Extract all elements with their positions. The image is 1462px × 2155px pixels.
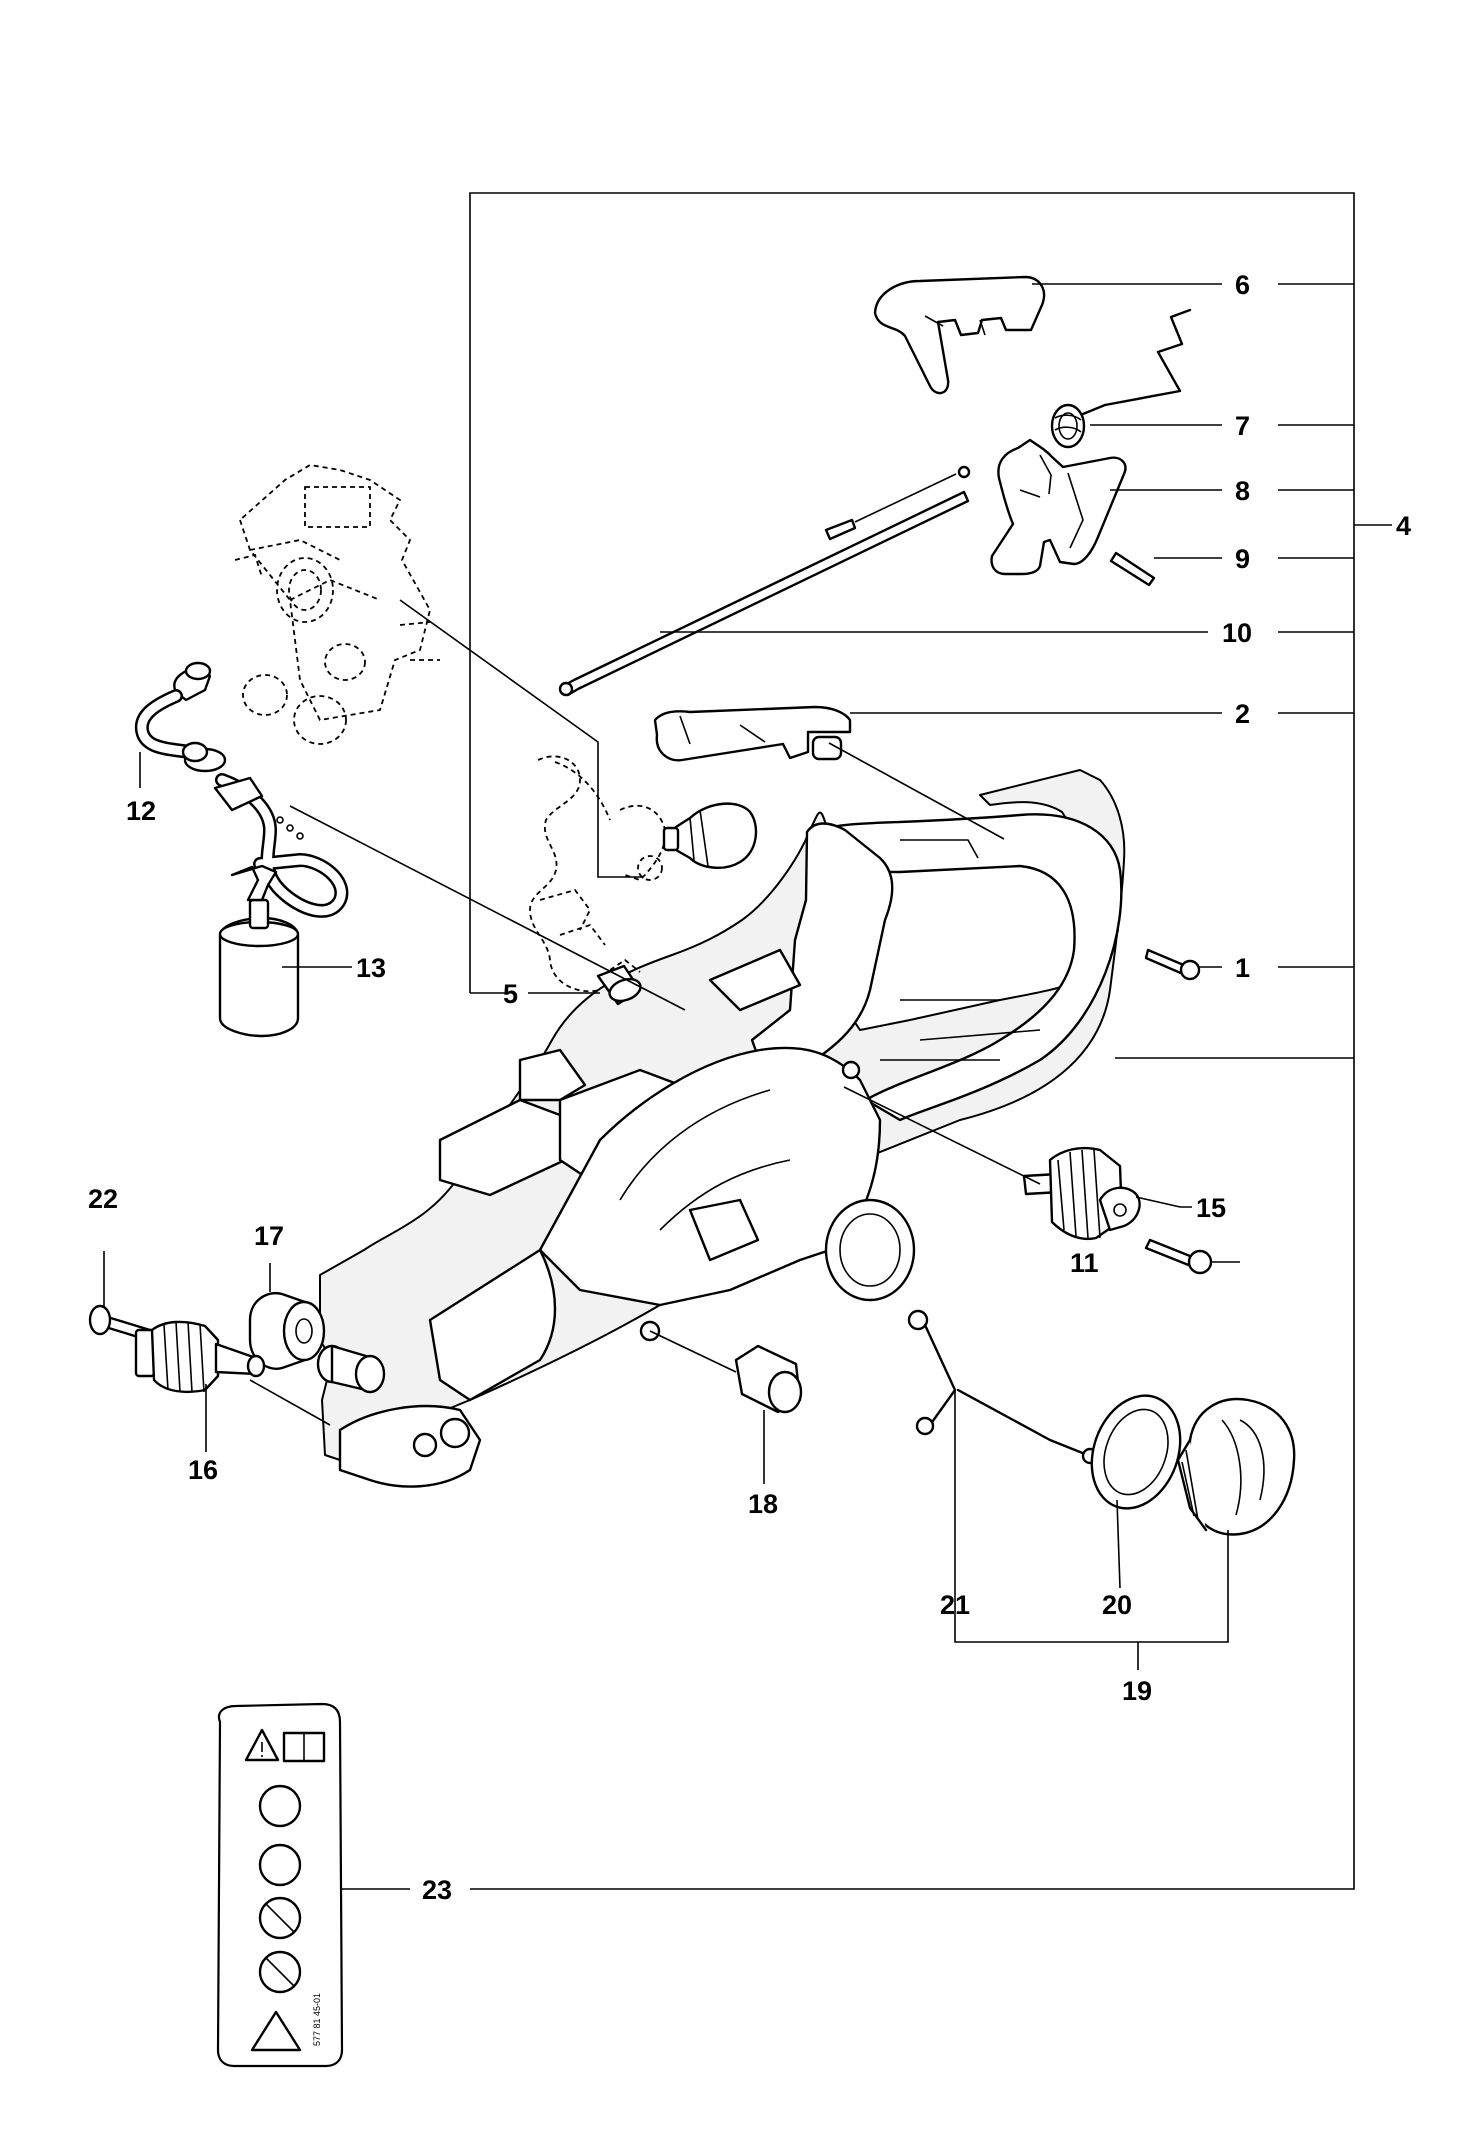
part-9-pin: [1109, 551, 1156, 587]
part-2-throttle-lockout: [653, 705, 852, 762]
part-7-torsion-spring: [1050, 308, 1192, 449]
primer-bulb: [662, 802, 758, 869]
part-5-av-element: [596, 964, 642, 1006]
part-16-av-spring: [134, 1320, 266, 1394]
callout-19: 19: [1122, 1676, 1152, 1706]
callout-10: 10: [1222, 618, 1252, 648]
callout-15: 15: [1196, 1193, 1226, 1223]
callout-8: 8: [1235, 476, 1250, 506]
callout-labels: 6 7 8 4 9 10 2 12 1 13 5 22 15 17 11 16 …: [88, 270, 1411, 1905]
part-13-fuel-filter: [218, 864, 300, 1038]
callout-9: 9: [1235, 544, 1250, 574]
callout-23: 23: [422, 1875, 452, 1905]
callout-16: 16: [188, 1455, 218, 1485]
callout-4: 4: [1396, 511, 1411, 541]
part-6-handle-cover: [873, 275, 1046, 395]
part-18-plug: [734, 1344, 803, 1414]
part-12-fuel-hose: [134, 661, 349, 918]
carburettor-reference: [234, 464, 440, 745]
assembly-frame: [469, 192, 1392, 1890]
callout-6: 6: [1235, 270, 1250, 300]
part-11-screw: [1144, 1238, 1213, 1275]
leader-lines: [103, 283, 1354, 1890]
callout-2: 2: [1235, 699, 1250, 729]
main-crankcase-housing: [319, 769, 1126, 1488]
part-17-rubber-buffer: [248, 1291, 326, 1370]
part-8-throttle-trigger: [990, 438, 1127, 576]
callout-21: 21: [940, 1590, 970, 1620]
part-10-throttle-rod: [558, 465, 971, 697]
callout-22: 22: [88, 1184, 118, 1214]
decal-code: 577 81 45-01: [312, 1993, 322, 2046]
callout-13: 13: [356, 953, 386, 983]
callout-11: 11: [1070, 1248, 1099, 1278]
callout-1: 1: [1235, 953, 1250, 983]
part-23-warning-decal: 577 81 45-01: [216, 1702, 344, 2068]
callout-20: 20: [1102, 1590, 1132, 1620]
callout-18: 18: [748, 1489, 778, 1519]
part-15-av-spring: [1022, 1146, 1141, 1241]
callout-12: 12: [126, 796, 156, 826]
callout-7: 7: [1235, 411, 1250, 441]
av-bush: [316, 1344, 386, 1394]
callout-5: 5: [503, 979, 518, 1009]
part-20-seal-ring: [1090, 1394, 1182, 1510]
part-19-fuel-cap: [1176, 1397, 1296, 1536]
part-21-cap-strap: [907, 1309, 1099, 1465]
callout-17: 17: [254, 1221, 284, 1251]
part-1-screw: [1144, 948, 1201, 981]
